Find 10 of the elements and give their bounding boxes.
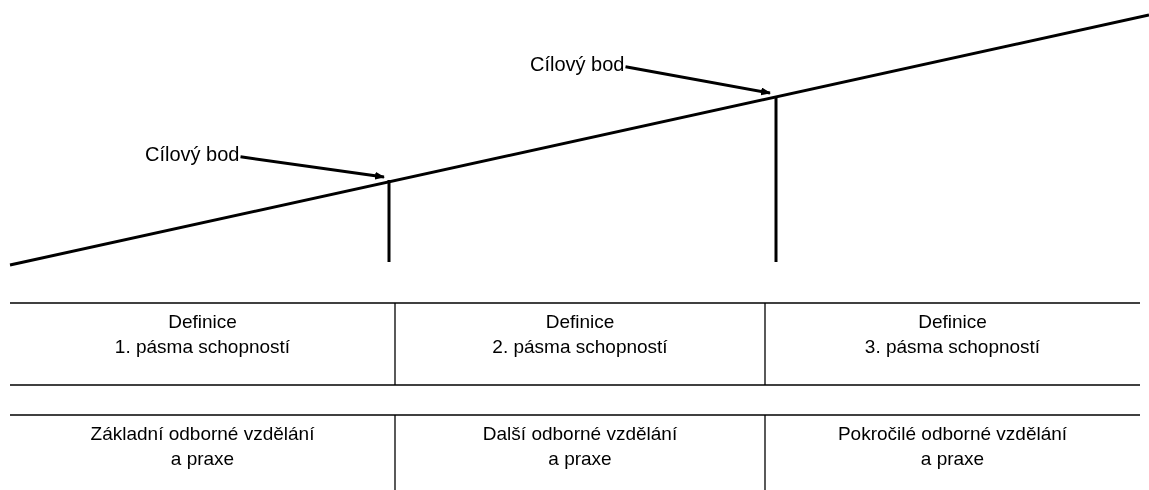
table-cell-text: Další odborné vzdělání a praxe xyxy=(481,422,679,471)
leader-arrow xyxy=(625,65,771,96)
table-cell-text: Základní odborné vzdělání a praxe xyxy=(89,422,316,471)
table-cell-text: Pokročilé odborné vzdělání a praxe xyxy=(836,422,1069,471)
table-cell-text: Definice 2. pásma schopností xyxy=(491,310,669,359)
table-cell-text: Definice 1. pásma schopností xyxy=(113,310,292,359)
callout-text: Cílový bod xyxy=(530,53,625,76)
callout-text: Cílový bod xyxy=(145,143,240,166)
table-cell-text: Definice 3. pásma schopností xyxy=(863,310,1042,359)
leader-arrow xyxy=(240,155,385,180)
